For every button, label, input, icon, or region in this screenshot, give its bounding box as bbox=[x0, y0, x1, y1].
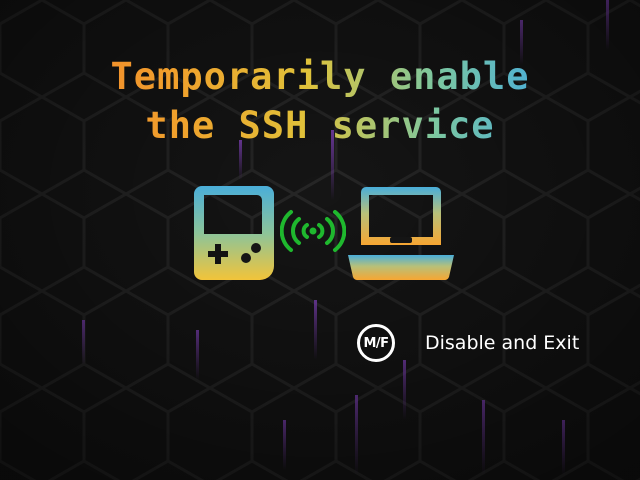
title-line-2: the SSH service bbox=[0, 106, 640, 146]
handheld-console-icon bbox=[194, 186, 274, 280]
laptop-icon bbox=[348, 187, 454, 281]
disable-and-exit-label: Disable and Exit bbox=[425, 332, 580, 354]
title-line-1: Temporarily enable bbox=[0, 57, 640, 97]
wireless-signal-icon bbox=[280, 210, 346, 252]
mf-button-text: M/F bbox=[363, 335, 389, 351]
mf-button-icon[interactable]: M/F bbox=[357, 324, 395, 362]
disable-and-exit-action[interactable]: M/F Disable and Exit bbox=[357, 323, 627, 367]
